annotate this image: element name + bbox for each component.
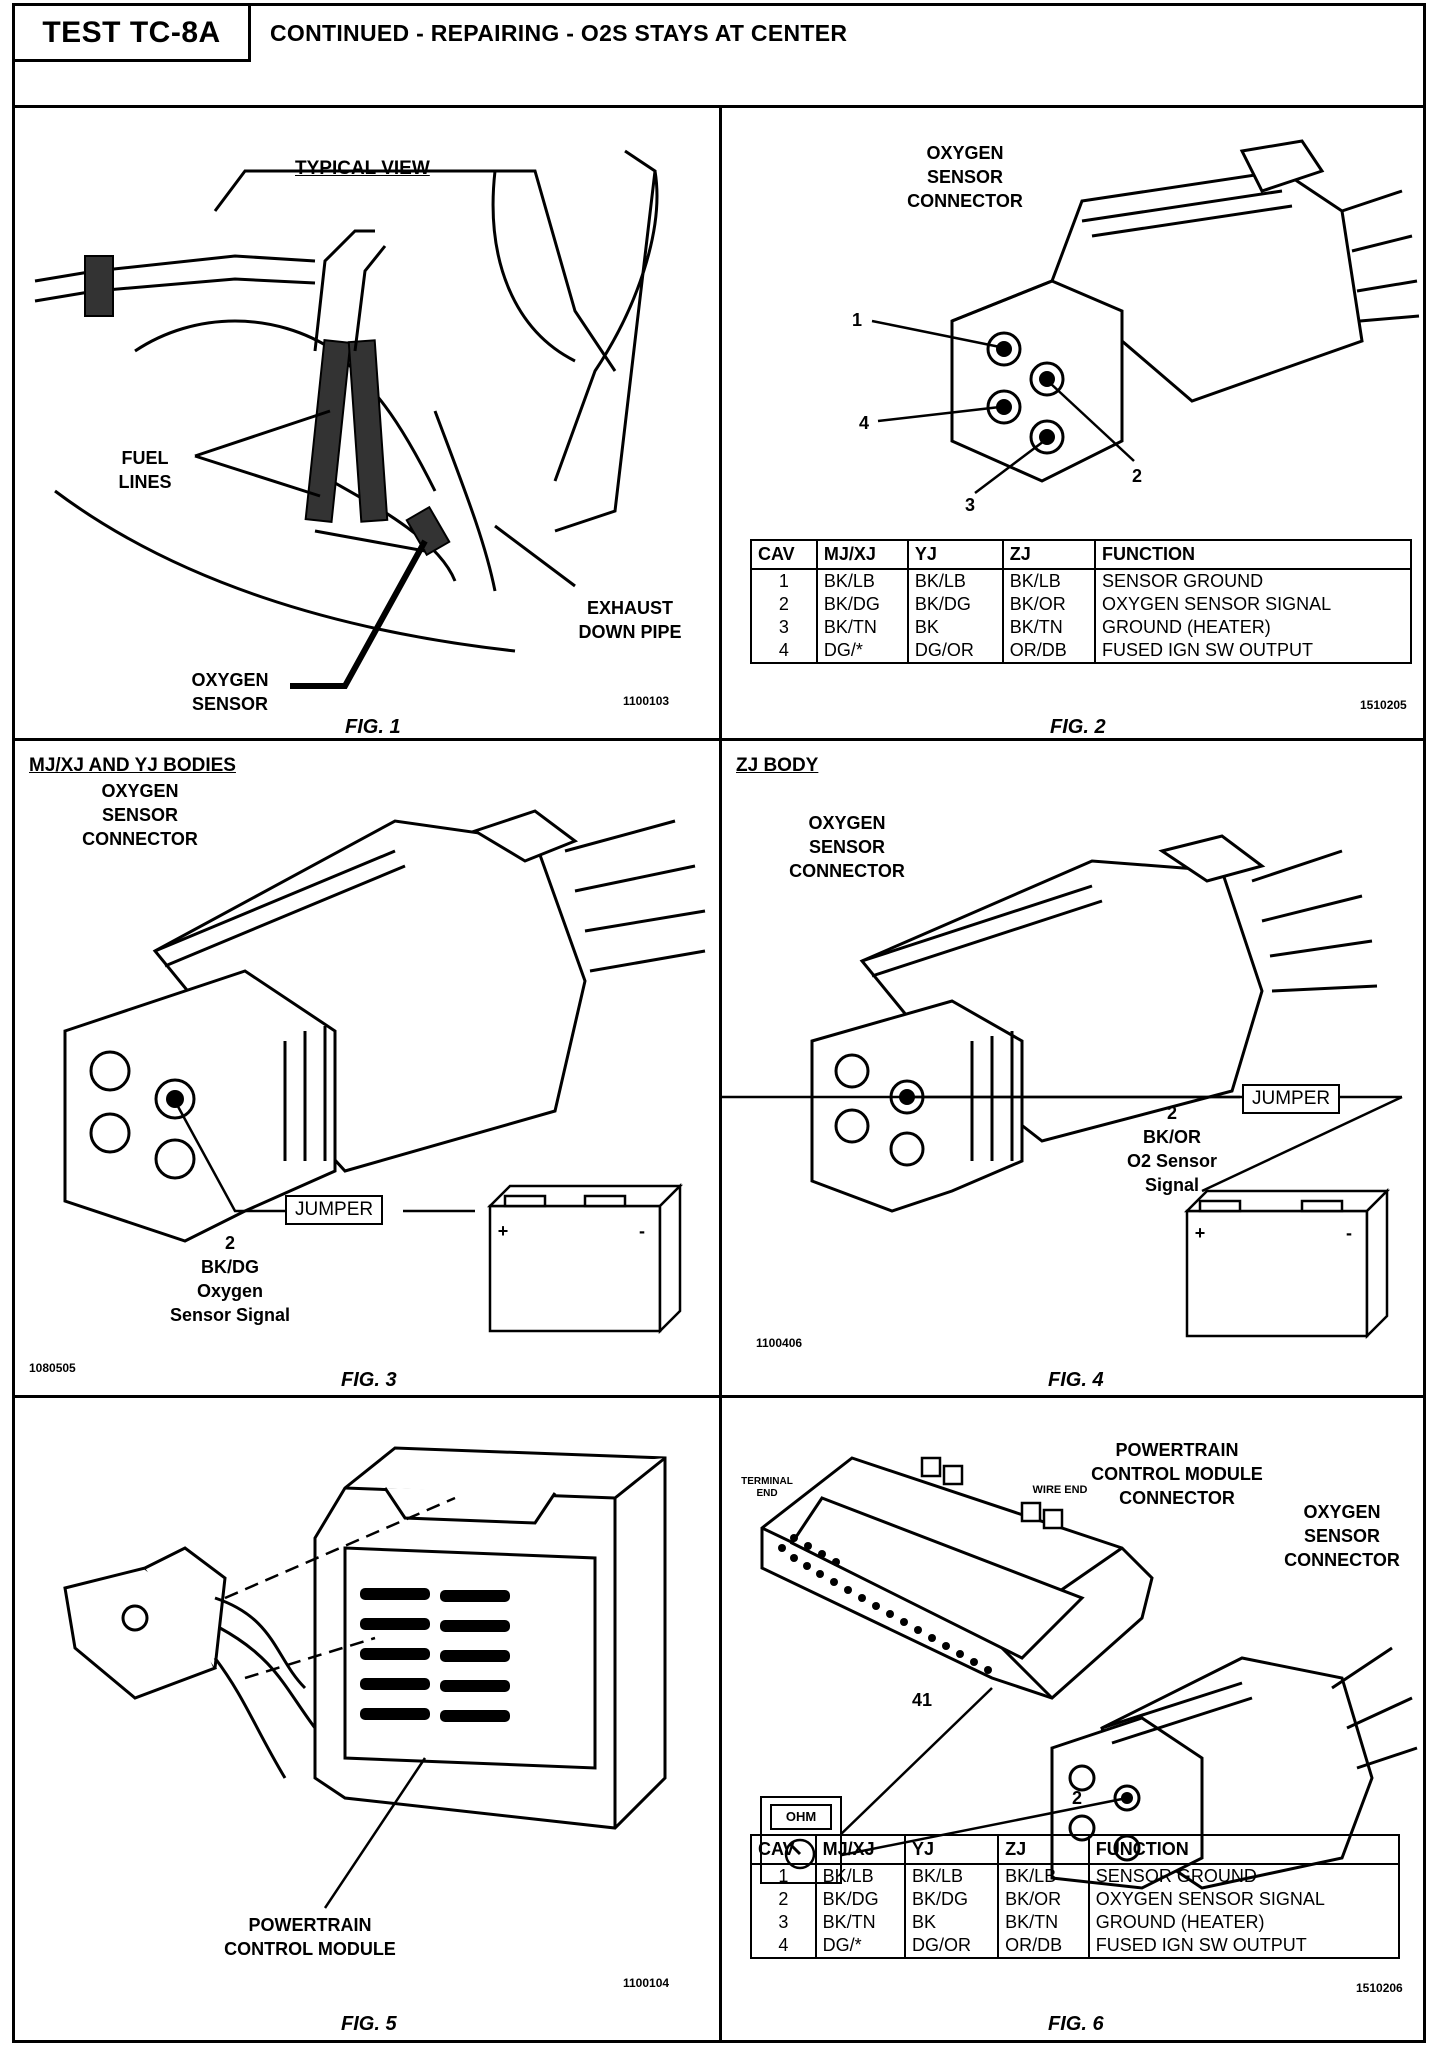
fig2-pin-4: 4 bbox=[858, 413, 869, 433]
fig6-th-mjxj: MJ/XJ bbox=[814, 1834, 907, 1865]
fig3-battery-minus: - bbox=[639, 1221, 645, 1241]
fig6-col-yj: BK/LB BK/DG BK DG/OR bbox=[903, 1864, 1000, 1958]
page-title: CONTINUED - REPAIRING - O2S STAYS AT CEN… bbox=[270, 20, 848, 46]
fig6-o2-connector-label: OXYGEN SENSOR CONNECTOR bbox=[1284, 1502, 1400, 1570]
fig6-col-function: SENSOR GROUND OXYGEN SENSOR SIGNAL GROUN… bbox=[1087, 1864, 1401, 1958]
page-header: TEST TC-8A CONTINUED - REPAIRING - O2S S… bbox=[15, 6, 1423, 108]
fig3-connector-label: OXYGEN SENSOR CONNECTOR bbox=[82, 781, 198, 849]
fig4-battery-plus: + bbox=[1194, 1223, 1206, 1243]
fig5-panel: POWERTRAIN CONTROL MODULE 1100104 FIG. 5 bbox=[15, 1398, 719, 2040]
fig2-col-mjxj: BK/LB BK/DG BK/TN DG/* bbox=[815, 569, 909, 663]
fig2-th-zj: ZJ bbox=[1001, 539, 1097, 570]
fig4-battery-minus: - bbox=[1346, 1223, 1352, 1243]
fig2-panel: OXYGEN SENSOR CONNECTOR bbox=[722, 111, 1429, 738]
fig4-jumper-label: JUMPER bbox=[1242, 1084, 1341, 1114]
fig6-pinout-table: CAV MJ/XJ YJ ZJ FUNCTION 1 2 3 4 BK/LB B… bbox=[750, 1834, 1401, 1959]
column-divider bbox=[719, 108, 722, 2040]
fig4-connector-label: OXYGEN SENSOR CONNECTOR bbox=[789, 813, 905, 881]
fig1-code: 1100103 bbox=[623, 694, 670, 708]
fig6-caption: FIG. 6 bbox=[1048, 2013, 1104, 2035]
fig2-connector-label: OXYGEN SENSOR CONNECTOR bbox=[907, 143, 1023, 211]
fig2-col-function: SENSOR GROUND OXYGEN SENSOR SIGNAL GROUN… bbox=[1094, 569, 1412, 663]
fig3-code: 1080505 bbox=[29, 1361, 76, 1375]
fig2-th-yj: YJ bbox=[906, 539, 1004, 570]
fig6-th-function: FUNCTION bbox=[1087, 1834, 1401, 1865]
fig2-col-yj: BK/LB BK/DG BK DG/OR bbox=[906, 569, 1004, 663]
fig6-col-zj: BK/LB BK/OR BK/TN OR/DB bbox=[997, 1864, 1090, 1958]
fig5-pcm-drawing bbox=[63, 1446, 667, 1909]
row-divider-1 bbox=[15, 738, 1423, 741]
fig2-col-zj: BK/LB BK/OR BK/TN OR/DB bbox=[1001, 569, 1097, 663]
fig5-module-label: POWERTRAIN CONTROL MODULE bbox=[224, 1915, 396, 1959]
fig2-caption: FIG. 2 bbox=[1050, 716, 1106, 738]
fig2-th-cav: CAV bbox=[750, 539, 818, 570]
fig3-connector-drawing bbox=[63, 809, 706, 1335]
fig6-th-cav: CAV bbox=[750, 1834, 817, 1865]
fig6-wire-end-label: WIRE END bbox=[1032, 1484, 1088, 1496]
fig5-caption: FIG. 5 bbox=[341, 2013, 397, 2035]
fig1-exhaust-label: EXHAUST DOWN PIPE bbox=[578, 598, 682, 642]
fig1-engine-drawing bbox=[34, 149, 659, 689]
fig6-terminal-end-label: TERMINAL END bbox=[741, 1476, 793, 1499]
fig1-oxygen-sensor-label: OXYGEN SENSOR bbox=[191, 670, 269, 714]
fig2-code: 1510205 bbox=[1360, 698, 1407, 712]
fig6-pin-41: 41 bbox=[911, 1690, 933, 1710]
fig6-th-yj: YJ bbox=[903, 1834, 1000, 1865]
fig4-connector-drawing bbox=[722, 834, 1403, 1340]
fig6-panel: POWERTRAIN CONTROL MODULE CONNECTOR OXYG… bbox=[722, 1398, 1429, 2040]
fig5-code: 1100104 bbox=[623, 1976, 670, 1990]
fig6-th-zj: ZJ bbox=[997, 1834, 1090, 1865]
fig4-panel: ZJ BODY OXYGEN SENSOR CONNECTOR bbox=[722, 741, 1429, 1395]
fig2-th-function: FUNCTION bbox=[1094, 539, 1412, 570]
test-id-box: TEST TC-8A bbox=[15, 6, 251, 62]
fig4-heading: ZJ BODY bbox=[736, 755, 819, 776]
fig4-code: 1100406 bbox=[756, 1336, 803, 1350]
fig3-panel: MJ/XJ AND YJ BODIES OXYGEN SENSOR CONNEC… bbox=[15, 741, 719, 1395]
fig3-wire-label: 2 BK/DG Oxygen Sensor Signal bbox=[169, 1233, 291, 1325]
fig1-view-label: TYPICAL VIEW bbox=[295, 158, 430, 179]
fig2-pin-1: 1 bbox=[851, 310, 862, 330]
fig2-pin-2: 2 bbox=[1131, 466, 1142, 486]
row-divider-2 bbox=[15, 1395, 1423, 1398]
fig2-col-cav: 1 2 3 4 bbox=[750, 569, 818, 663]
fig3-battery-plus: + bbox=[497, 1221, 509, 1241]
fig6-code: 1510206 bbox=[1356, 1981, 1403, 1995]
fig6-col-mjxj: BK/LB BK/DG BK/TN DG/* bbox=[814, 1864, 907, 1958]
fig6-pin-2: 2 bbox=[1071, 1788, 1082, 1808]
fig4-wire-label: 2 BK/OR O2 Sensor Signal bbox=[1126, 1103, 1218, 1195]
fig3-jumper-label: JUMPER bbox=[285, 1195, 384, 1225]
fig2-connector-drawing bbox=[871, 139, 1420, 494]
fig1-panel: TYPICAL VIEW bbox=[15, 111, 719, 738]
fig3-heading: MJ/XJ AND YJ BODIES bbox=[29, 755, 236, 776]
fig2-pin-3: 3 bbox=[964, 495, 975, 515]
service-manual-page: TEST TC-8A CONTINUED - REPAIRING - O2S S… bbox=[12, 3, 1426, 2043]
fig6-pcm-connector-label: POWERTRAIN CONTROL MODULE CONNECTOR bbox=[1091, 1440, 1263, 1508]
fig2-pinout-table: CAV MJ/XJ YJ ZJ FUNCTION 1 2 3 4 BK/LB B… bbox=[750, 539, 1412, 664]
ohmmeter-display: OHM bbox=[770, 1804, 832, 1830]
fig2-th-mjxj: MJ/XJ bbox=[815, 539, 909, 570]
fig1-fuel-lines-label: FUEL LINES bbox=[118, 448, 172, 492]
fig6-col-cav: 1 2 3 4 bbox=[750, 1864, 817, 1958]
fig1-caption: FIG. 1 bbox=[345, 716, 401, 738]
fig4-caption: FIG. 4 bbox=[1048, 1369, 1104, 1391]
fig3-caption: FIG. 3 bbox=[341, 1369, 397, 1391]
